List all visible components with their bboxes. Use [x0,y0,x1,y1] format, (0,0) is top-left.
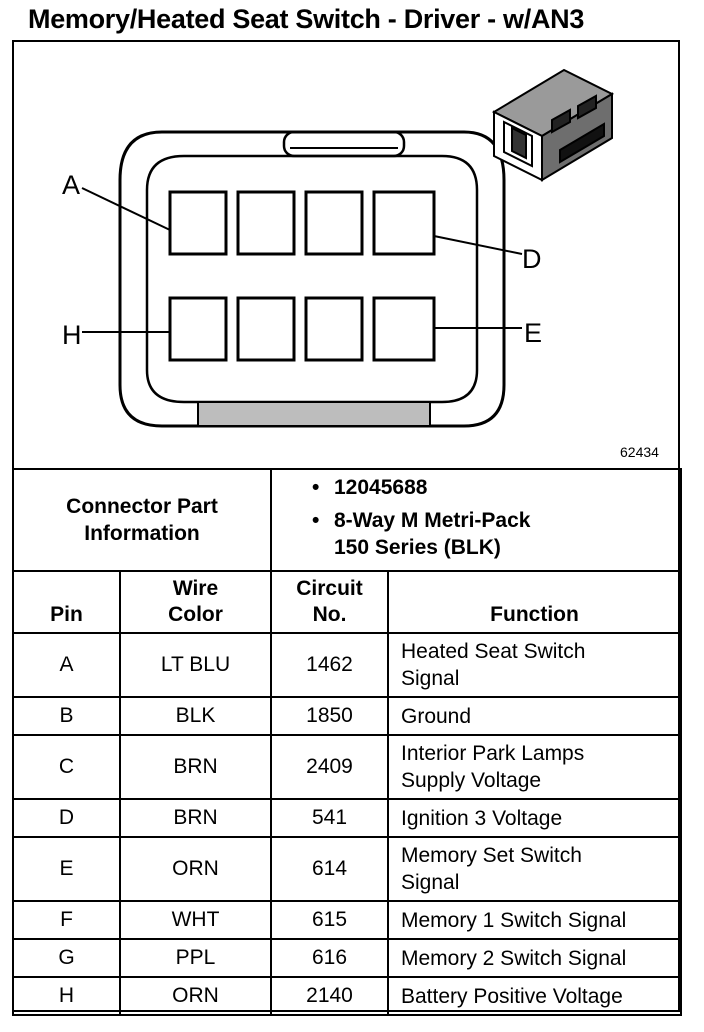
pin-cell: E [12,836,121,902]
pin-cell: B [12,696,121,736]
circuit-cell: 1850 [270,696,389,736]
circuit-cell: 616 [270,938,389,978]
connector-face-drawing [81,68,615,428]
pin-label-e: E [524,318,543,348]
part-number: 12045688 [334,476,428,499]
wire-color-cell: WHT [119,900,272,940]
pin-cell: A [12,632,121,698]
terminal-c [304,190,364,256]
connector-diagram: A D H E 62434 [12,40,680,468]
leader-a [81,187,171,231]
circuit-cell: 2140 [270,976,389,1016]
connector-info-label: Connector Part Information [12,468,272,572]
pin-cell: H [12,976,121,1016]
connector-info-row: Connector Part Information •12045688 •8-… [12,468,683,572]
terminal-f [304,296,364,362]
pin-label-a: A [62,170,81,200]
circuit-cell: 615 [270,900,389,940]
terminal-a [168,190,228,256]
function-cell: Battery Positive Voltage [386,976,683,1016]
header-wire-color: Wire Color [119,570,272,634]
wire-color-cell: BLK [119,696,272,736]
pin-label-d: D [522,244,542,274]
page-title: Memory/Heated Seat Switch - Driver - w/A… [28,4,585,34]
function-cell: Ignition 3 Voltage [386,798,683,838]
table-header-row: Pin Wire Color Circuit No. Function [12,570,683,634]
figure-number: 62434 [620,444,659,460]
leader-d [433,235,523,255]
circuit-cell: 2409 [270,734,389,800]
pin-cell: D [12,798,121,838]
circuit-cell: 614 [270,836,389,902]
connector-description: 8-Way M Metri-Pack [334,509,531,532]
wire-color-cell: BRN [119,798,272,838]
wire-color-cell: BRN [119,734,272,800]
terminal-h [168,296,228,362]
connector-key [197,401,431,427]
pinout-table: Connector Part Information •12045688 •8-… [12,468,683,1016]
connector-info-details: •12045688 •8-Way M Metri-Pack 150 Series… [269,468,683,572]
function-cell: Ground [386,696,683,736]
wire-color-cell: ORN [119,836,272,902]
function-cell: Memory 2 Switch Signal [386,938,683,978]
circuit-cell: 1462 [270,632,389,698]
pin-cell: F [12,900,121,940]
header-pin: Pin [12,570,121,634]
function-cell: Memory 1 Switch Signal [386,900,683,940]
wire-color-cell: LT BLU [119,632,272,698]
wire-color-cell: PPL [119,938,272,978]
connector-latch [282,130,406,158]
figure-frame [12,40,680,1012]
pin-label-h: H [62,320,82,350]
circuit-cell: 541 [270,798,389,838]
connector-thumbnail [491,68,615,182]
pin-cell: G [12,938,121,978]
terminal-g [236,296,296,362]
pin-cell: C [12,734,121,800]
header-function: Function [386,570,683,634]
wire-color-cell: ORN [119,976,272,1016]
terminal-d [372,190,436,256]
header-circuit: Circuit No. [270,570,389,634]
terminal-b [236,190,296,256]
